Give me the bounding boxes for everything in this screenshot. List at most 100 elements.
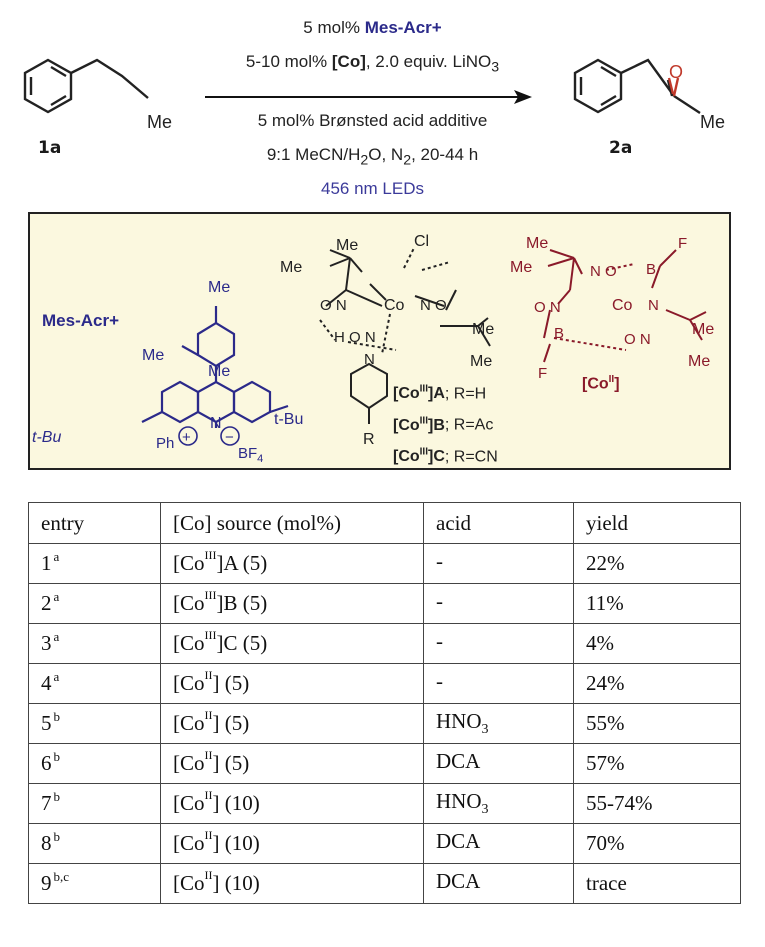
header-co-source: [Co] source (mol%) xyxy=(160,502,424,544)
condition-time: , 20-44 h xyxy=(411,145,479,164)
co3-me4: Me xyxy=(470,353,492,370)
co3-cl: Cl xyxy=(414,233,429,250)
table-header-row: entry [Co] source (mol%) acid yield xyxy=(28,502,741,544)
scheme-structures: Me O Me xyxy=(23,58,725,132)
co2-b2: B xyxy=(554,325,564,342)
co2-me1: Me xyxy=(526,235,548,252)
condition-line-4: 9:1 MeCN/H2O, N2, 20-44 h xyxy=(200,145,545,168)
cell-yield: 55-74% xyxy=(573,783,741,824)
cell-yield: 11% xyxy=(573,583,741,624)
co2-atoms-bottom: O N xyxy=(624,331,651,348)
cell-acid: HNO3 xyxy=(423,703,574,744)
co3-cobalt: Co xyxy=(384,297,405,314)
co3-me1: Me xyxy=(336,237,358,254)
footnote-marker: a xyxy=(53,669,60,684)
cell-yield: 24% xyxy=(573,663,741,704)
condition-sub-h2: 2 xyxy=(360,152,369,169)
minus-charge: − xyxy=(225,429,234,446)
cell-co-source: [CoII] (10) xyxy=(160,823,424,864)
substrate-me-label: Me xyxy=(147,112,172,132)
co2-structure xyxy=(543,249,707,363)
co2-atoms-right: N xyxy=(648,297,659,314)
footnote-marker: a xyxy=(53,589,60,604)
footnote-marker: b xyxy=(53,829,61,844)
cell-acid: HNO3 xyxy=(423,783,574,824)
reaction-scheme: Me O Me 5 mol% Mes-Acr+ 5-10 mol% [Co], … xyxy=(0,0,765,205)
header-entry: entry xyxy=(28,502,161,544)
cell-acid: - xyxy=(423,663,574,704)
product-oxygen-label: O xyxy=(669,62,683,82)
co2-me4: Me xyxy=(688,353,710,370)
plus-charge-icon xyxy=(178,426,198,446)
header-yield: yield xyxy=(573,502,741,544)
co3-atoms: O N xyxy=(320,297,347,314)
header-acid: acid xyxy=(423,502,574,544)
co3-pyridine-r: R xyxy=(363,431,375,448)
co3-variant-a: [CoIII]A; R=H xyxy=(393,384,487,403)
co2-f1: F xyxy=(678,235,687,252)
condition-lino3: , 2.0 equiv. LiNO xyxy=(365,52,492,71)
cell-co-source: [CoII] (5) xyxy=(160,663,424,704)
cell-yield: 70% xyxy=(573,823,741,864)
co2-me3: Me xyxy=(692,321,714,338)
co2-atoms-top: N O xyxy=(590,263,617,280)
cell-yield: 55% xyxy=(573,703,741,744)
footnote-marker: a xyxy=(53,629,60,644)
cell-co-source: [CoIII]A (5) xyxy=(160,543,424,584)
cell-yield: 57% xyxy=(573,743,741,784)
cell-acid: DCA xyxy=(423,743,574,784)
condition-sub-n2: 2 xyxy=(403,152,412,169)
product-me-label: Me xyxy=(700,112,725,132)
footnote-marker: b xyxy=(53,789,61,804)
co2-label: [CoII] xyxy=(582,374,620,393)
substrate-label: 1a xyxy=(38,138,62,158)
cell-co-source: [CoII] (10) xyxy=(160,863,424,904)
mes-me-right: Me xyxy=(208,363,230,380)
condition-solvent: 9:1 MeCN/H xyxy=(266,145,361,164)
bf4-counterion: BF4 xyxy=(238,445,263,465)
co3-variant-c: [CoIII]C; R=CN xyxy=(393,446,498,465)
acr-phenyl: Ph xyxy=(156,435,174,452)
tbu-left: t-Bu xyxy=(32,429,61,446)
product-structure xyxy=(573,58,701,115)
co2-me2: Me xyxy=(510,259,532,276)
acr-nitrogen: N xyxy=(210,415,222,432)
co3-atoms-right: N O xyxy=(420,297,447,314)
cell-acid: - xyxy=(423,623,574,664)
co3-me2: Me xyxy=(280,259,302,276)
condition-co-loading: 5-10 mol% xyxy=(245,52,332,71)
condition-co: [Co] xyxy=(331,52,366,71)
co3-me3: Me xyxy=(472,321,494,338)
tbu-right: t-Bu xyxy=(274,411,303,428)
co3-variant-list: [CoIII]A; R=H [CoIII]B; R=Ac [CoIII]C; R… xyxy=(393,376,498,470)
cell-co-source: [CoIII]B (5) xyxy=(160,583,424,624)
co2-b1: B xyxy=(646,261,656,278)
condition-light: 456 nm LEDs xyxy=(321,179,424,198)
condition-lino3-sub: 3 xyxy=(491,59,500,76)
co3-pyridine-n: N xyxy=(364,351,375,368)
plus-charge: + xyxy=(182,429,191,446)
cell-co-source: [CoII] (10) xyxy=(160,783,424,824)
footnote-marker: b xyxy=(53,709,61,724)
substrate-structure xyxy=(23,58,149,114)
co2-f2: F xyxy=(538,365,547,382)
reaction-arrow xyxy=(205,90,532,104)
condition-solvent-mid: O, N xyxy=(368,145,404,164)
mes-acr-label: Mes-Acr+ xyxy=(42,311,119,330)
mes-me-top: Me xyxy=(208,279,230,296)
